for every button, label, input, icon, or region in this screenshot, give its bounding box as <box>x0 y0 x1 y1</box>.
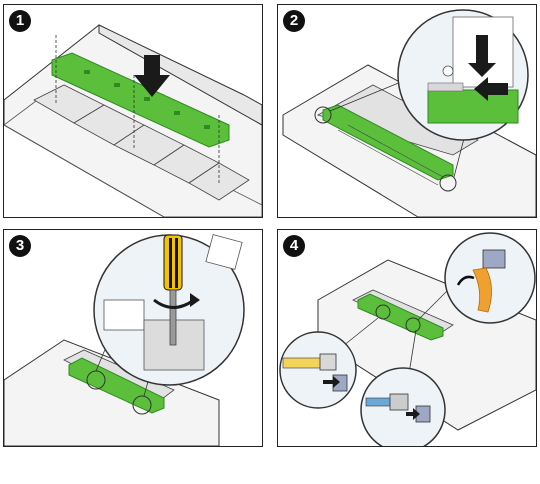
step-2-badge: 2 <box>283 10 305 32</box>
step-1-badge: 1 <box>9 10 31 32</box>
backplane-seat-detail-illustration <box>282 9 536 217</box>
screwdriver-tighten-illustration <box>4 234 245 446</box>
step-4-badge: 4 <box>283 235 305 257</box>
step-1-panel: 1 <box>3 4 263 218</box>
step-4-panel: 4 <box>277 229 537 447</box>
step-2-panel: 2 <box>277 4 537 218</box>
backplane-insert-illustration <box>4 24 262 217</box>
step-3-panel: 3 <box>3 229 263 447</box>
step-3-badge: 3 <box>9 235 31 257</box>
cable-connect-illustration <box>279 232 536 446</box>
